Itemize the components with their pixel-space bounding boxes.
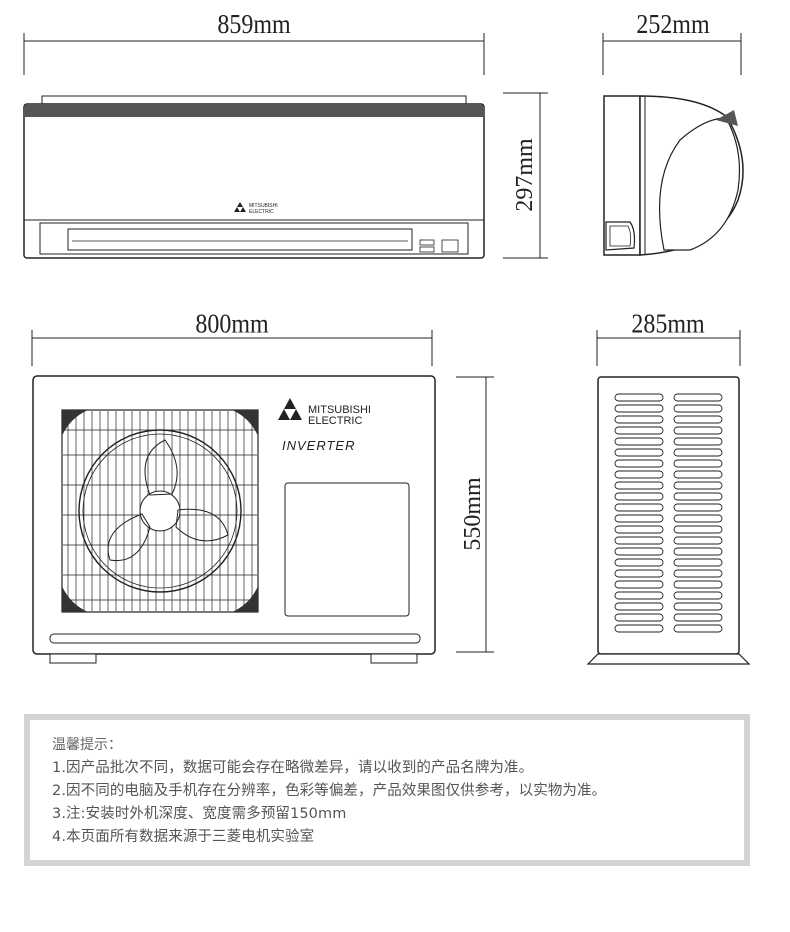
vent-slot bbox=[673, 404, 723, 413]
vent-slot bbox=[673, 580, 723, 589]
vent-slot bbox=[673, 481, 723, 490]
indoor-brand-line2: ELECTRIC bbox=[249, 209, 274, 215]
vent-slot bbox=[673, 492, 723, 501]
vent-slot bbox=[673, 437, 723, 446]
fan-grille bbox=[61, 409, 259, 613]
vent-slot bbox=[614, 514, 664, 523]
indoor-width-dimension: 859mm bbox=[23, 8, 485, 75]
vent-slot bbox=[673, 470, 723, 479]
vent-slot bbox=[614, 591, 664, 600]
vent-slot bbox=[673, 503, 723, 512]
vent-slot bbox=[673, 547, 723, 556]
indoor-height-label: 297mm bbox=[512, 138, 538, 212]
indoor-depth-dimension: 252mm bbox=[602, 8, 742, 75]
notice-box: 温馨提示： 1.因产品批次不同，数据可能会存在略微差异，请以收到的产品名牌为准。… bbox=[24, 714, 750, 866]
indoor-height-dimension: 297mm bbox=[503, 92, 548, 259]
vent-slot bbox=[673, 459, 723, 468]
vent-slot bbox=[614, 470, 664, 479]
vent-slot bbox=[614, 624, 664, 633]
outdoor-mitsubishi-logo-icon bbox=[278, 398, 302, 420]
vent-slot bbox=[673, 448, 723, 457]
outdoor-height-label: 550mm bbox=[460, 477, 486, 551]
indoor-depth-label: 252mm bbox=[636, 8, 709, 39]
outdoor-depth-dimension: 285mm bbox=[596, 308, 741, 366]
vent-slot bbox=[614, 437, 664, 446]
outdoor-width-label: 800mm bbox=[195, 308, 268, 339]
vent-slot bbox=[614, 525, 664, 534]
outdoor-model-text: INVERTER bbox=[282, 438, 356, 453]
vent-slot bbox=[614, 602, 664, 611]
outdoor-brand-line1: MITSUBISHI bbox=[308, 404, 371, 416]
vent-slot bbox=[673, 569, 723, 578]
vent-slot bbox=[614, 558, 664, 567]
vent-slot bbox=[673, 613, 723, 622]
outdoor-width-dimension: 800mm bbox=[31, 308, 433, 366]
vent-slot bbox=[614, 404, 664, 413]
vent-slot bbox=[673, 602, 723, 611]
notice-line: 1.因产品批次不同，数据可能会存在略微差异，请以收到的产品名牌为准。 bbox=[52, 760, 534, 776]
outdoor-brand-line2: ELECTRIC bbox=[308, 415, 362, 427]
dimension-diagram: 859mm 252mm 297mm MITSUBISHI ELECTRIC bbox=[23, 8, 751, 665]
outdoor-depth-label: 285mm bbox=[631, 308, 704, 339]
vent-slot bbox=[614, 547, 664, 556]
vent-slot bbox=[614, 481, 664, 490]
vent-slot bbox=[614, 536, 664, 545]
vent-slot bbox=[673, 393, 723, 402]
vent-slot bbox=[673, 514, 723, 523]
notice-line: 4.本页面所有数据来源于三菱电机实验室 bbox=[52, 829, 315, 845]
vent-slot bbox=[673, 591, 723, 600]
vent-slot bbox=[614, 580, 664, 589]
vent-slot bbox=[614, 613, 664, 622]
vent-slot bbox=[673, 536, 723, 545]
vent-slot bbox=[614, 393, 664, 402]
vent-slot bbox=[614, 448, 664, 457]
indoor-unit-front: MITSUBISHI ELECTRIC bbox=[23, 95, 485, 259]
vent-slots bbox=[614, 393, 723, 633]
vent-slot bbox=[614, 459, 664, 468]
outdoor-unit-front: MITSUBISHI ELECTRIC INVERTER bbox=[32, 375, 436, 664]
indoor-brand-line1: MITSUBISHI bbox=[249, 203, 278, 209]
notice-line: 2.因不同的电脑及手机存在分辨率，色彩等偏差，产品效果图仅供参考，以实物为准。 bbox=[52, 783, 607, 799]
vent-slot bbox=[673, 525, 723, 534]
notice-line: 3.注:安装时外机深度、宽度需多预留150mm bbox=[52, 806, 347, 822]
indoor-mitsubishi-logo-icon bbox=[234, 202, 246, 212]
vent-slot bbox=[673, 415, 723, 424]
vent-slot bbox=[614, 569, 664, 578]
indoor-unit-side bbox=[603, 95, 744, 256]
vent-slot bbox=[673, 624, 723, 633]
vent-slot bbox=[614, 415, 664, 424]
vent-slot bbox=[614, 426, 664, 435]
outdoor-unit-side bbox=[586, 376, 751, 665]
outdoor-height-dimension: 550mm bbox=[456, 376, 494, 653]
indoor-width-label: 859mm bbox=[217, 8, 290, 39]
vent-slot bbox=[673, 558, 723, 567]
vent-slot bbox=[673, 426, 723, 435]
vent-slot bbox=[614, 503, 664, 512]
notice-title: 温馨提示： bbox=[52, 737, 122, 753]
vent-slot bbox=[614, 492, 664, 501]
